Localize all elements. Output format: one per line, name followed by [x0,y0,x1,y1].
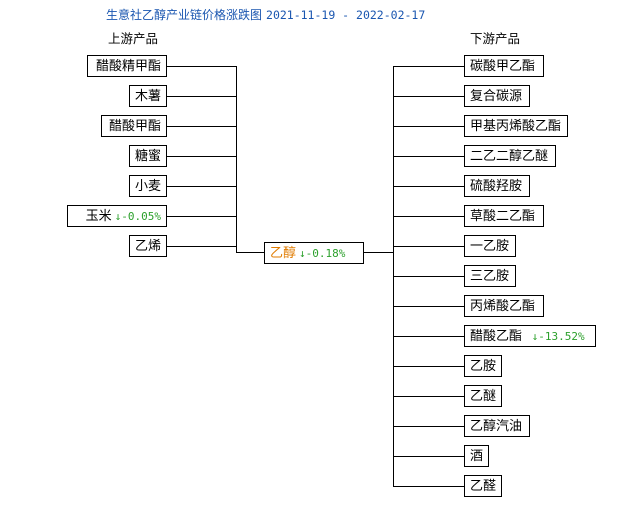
downstream-node[interactable]: 酒 [464,445,489,467]
downstream-node[interactable]: 草酸二乙酯 [464,205,544,227]
downstream-node[interactable]: 醋酸乙酯 ↓-13.52% [464,325,596,347]
upstream-node[interactable]: 木薯 [129,85,167,107]
node-label: 甲基丙烯酸乙酯 [470,119,562,134]
downstream-header: 下游产品 [470,31,521,46]
node-label: 丙烯酸乙酯 [470,299,536,314]
downstream-node[interactable]: 乙醛 [464,475,502,497]
upstream-node[interactable]: 小麦 [129,175,167,197]
upstream-node[interactable]: 糖蜜 [129,145,167,167]
downstream-node[interactable]: 硫酸羟胺 [464,175,530,197]
node-label: 硫酸羟胺 [470,179,523,194]
center-node[interactable]: 乙醇↓-0.18% [264,242,364,264]
price-change: ↓-0.05% [115,210,161,223]
node-label: 醋酸乙酯 [470,329,523,344]
upstream-node[interactable]: 醋酸甲酯 [101,115,167,137]
node-label: 醋酸精甲酯 [95,59,161,74]
change-value: -0.05% [121,210,161,223]
node-label: 小麦 [135,179,162,194]
node-label: 木薯 [135,89,162,104]
down-arrow-icon: ↓ [114,210,122,223]
node-label: 乙醇汽油 [470,419,523,434]
downstream-node[interactable]: 乙醇汽油 [464,415,530,437]
change-value: -0.18% [305,247,346,260]
price-change: ↓-13.52% [525,330,585,343]
node-label: 乙醛 [470,479,497,494]
node-label: 草酸二乙酯 [470,209,536,224]
center-label: 乙醇 [270,246,297,261]
node-label: 乙烯 [135,239,162,254]
node-label: 乙醚 [470,389,497,404]
node-label: 三乙胺 [470,269,510,284]
node-label: 酒 [470,449,484,464]
downstream-node[interactable]: 三乙胺 [464,265,516,287]
down-arrow-icon: ↓ [531,330,539,343]
price-change: ↓-0.18% [299,247,345,260]
downstream-node[interactable]: 乙胺 [464,355,502,377]
node-label: 一乙胺 [470,239,510,254]
upstream-node[interactable]: 玉米↓-0.05% [67,205,167,227]
node-label: 碳酸甲乙酯 [470,59,536,74]
downstream-node[interactable]: 乙醚 [464,385,502,407]
date-range: 2021-11-19 - 2022-02-17 [266,8,426,22]
change-value: -13.52% [538,330,585,343]
node-label: 复合碳源 [470,89,523,104]
down-arrow-icon: ↓ [299,247,306,260]
upstream-header: 上游产品 [108,31,159,46]
node-label: 醋酸甲酯 [108,119,161,134]
downstream-node[interactable]: 二乙二醇乙醚 [464,145,556,167]
node-label: 二乙二醇乙醚 [470,149,549,164]
node-label: 玉米 [85,209,112,224]
upstream-node[interactable]: 乙烯 [129,235,167,257]
downstream-node[interactable]: 甲基丙烯酸乙酯 [464,115,568,137]
title-text: 生意社乙醇产业链价格涨跌图 [106,8,263,22]
node-label: 乙胺 [470,359,497,374]
node-label: 糖蜜 [135,149,162,164]
downstream-node[interactable]: 复合碳源 [464,85,530,107]
downstream-node[interactable]: 丙烯酸乙酯 [464,295,544,317]
downstream-node[interactable]: 一乙胺 [464,235,516,257]
downstream-node[interactable]: 碳酸甲乙酯 [464,55,544,77]
upstream-node[interactable]: 醋酸精甲酯 [87,55,167,77]
